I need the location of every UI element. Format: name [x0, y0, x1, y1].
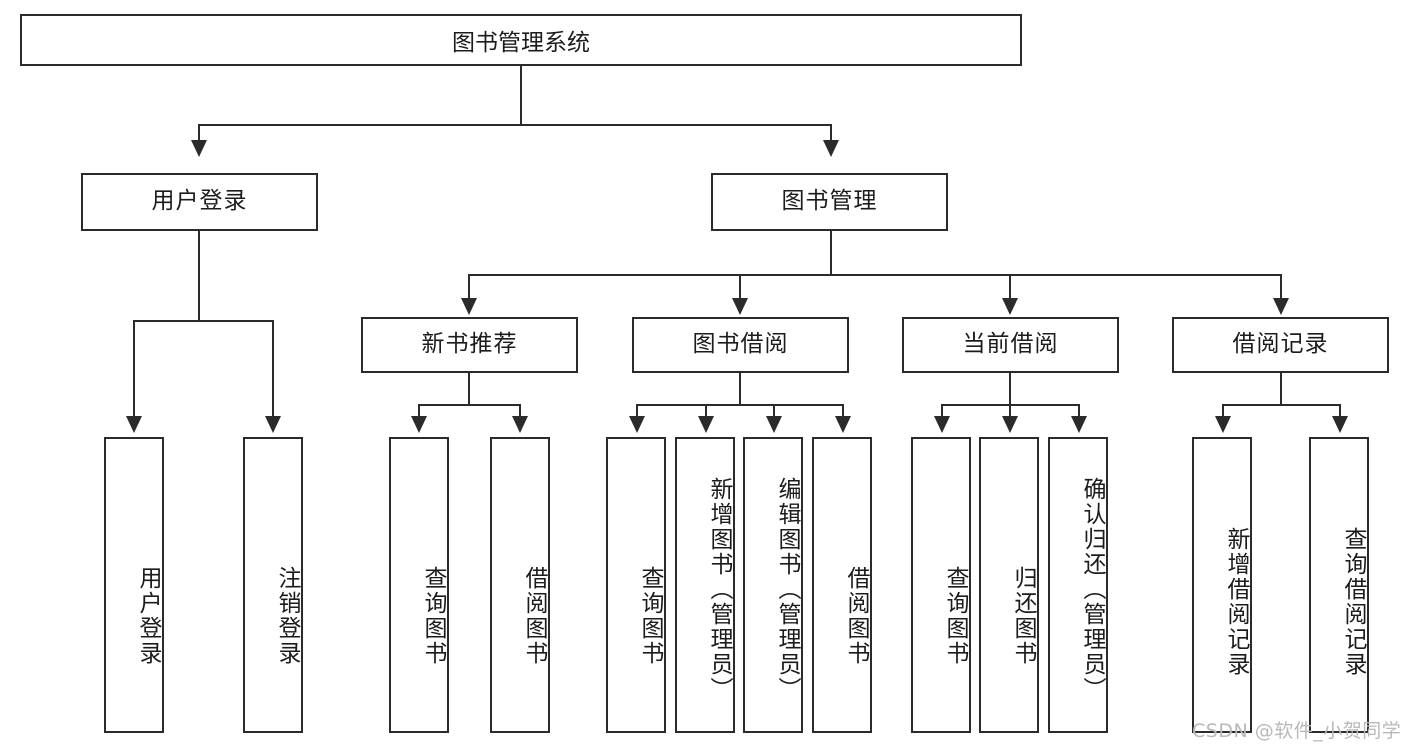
connector-nbr-stem	[468, 373, 470, 405]
connector-bb-drop-4	[842, 404, 844, 419]
arrow-nbr-leaf-2	[512, 416, 528, 433]
node-label: 用户登录	[151, 188, 248, 215]
arrow-cb-leaf-3	[1071, 416, 1087, 433]
connector-br-drop-2	[1339, 404, 1341, 419]
arrow-br-leaf-2	[1332, 416, 1348, 433]
leaf-nbr-query-book[interactable]: 查询图书	[389, 437, 449, 733]
node-user-login[interactable]: 用户登录	[81, 173, 318, 231]
connector-bb-stem	[739, 373, 741, 405]
connector-cb-drop-3	[1078, 404, 1080, 419]
arrow-to-new-book-recommend	[461, 298, 477, 315]
arrow-nbr-leaf-1	[411, 416, 427, 433]
node-label: 查询图书	[637, 566, 663, 666]
connector-root-stem	[520, 66, 522, 125]
node-label: 编辑图书（管理员）	[774, 476, 800, 702]
node-label: 新书推荐	[421, 331, 518, 358]
leaf-bb-edit-book-admin[interactable]: 编辑图书（管理员）	[743, 437, 803, 733]
node-label: 借阅记录	[1232, 331, 1329, 358]
connector-root-drop-1	[198, 124, 200, 143]
connector-book-management-bus	[468, 274, 1282, 276]
node-root-library-management-system[interactable]: 图书管理系统	[20, 14, 1022, 66]
connector-cb-drop-2	[1009, 404, 1011, 419]
arrow-bb-leaf-1	[629, 416, 645, 433]
connector-book-management-stem	[830, 231, 832, 276]
connector-bm-drop-2	[739, 274, 741, 301]
connector-cb-drop-1	[941, 404, 943, 419]
arrow-to-current-borrow	[1002, 298, 1018, 315]
node-new-book-recommend[interactable]: 新书推荐	[361, 317, 578, 373]
arrow-br-leaf-1	[1215, 416, 1231, 433]
node-label: 确认归还（管理员）	[1079, 476, 1105, 702]
connector-br-stem	[1280, 373, 1282, 405]
node-label: 新增图书（管理员）	[706, 476, 732, 702]
connector-br-bus	[1222, 404, 1339, 406]
leaf-user-login[interactable]: 用户登录	[104, 437, 164, 733]
leaf-bb-add-book-admin[interactable]: 新增图书（管理员）	[675, 437, 735, 733]
connector-bb-bus	[636, 404, 842, 406]
arrow-cb-leaf-1	[934, 416, 950, 433]
leaf-cb-query-book[interactable]: 查询图书	[911, 437, 971, 733]
node-label: 查询图书	[420, 566, 446, 666]
node-label: 查询借阅记录	[1340, 527, 1366, 677]
node-label: 借阅图书	[843, 566, 869, 666]
connector-nbr-bus	[418, 404, 520, 406]
arrow-bb-leaf-4	[835, 416, 851, 433]
connector-bb-drop-1	[636, 404, 638, 419]
node-label: 图书借阅	[692, 331, 789, 358]
arrow-to-book-borrow	[732, 298, 748, 315]
arrow-to-borrow-record	[1273, 298, 1289, 315]
node-book-borrow[interactable]: 图书借阅	[632, 317, 849, 373]
connector-bm-drop-1	[468, 274, 470, 301]
leaf-br-add-record[interactable]: 新增借阅记录	[1192, 437, 1252, 733]
node-book-management[interactable]: 图书管理	[711, 173, 948, 231]
node-label: 借阅图书	[521, 566, 547, 666]
arrow-to-user-login	[191, 140, 207, 157]
connector-br-drop-1	[1222, 404, 1224, 419]
connector-root-drop-2	[830, 124, 832, 143]
arrow-to-book-management	[823, 140, 839, 157]
arrow-bb-leaf-3	[766, 416, 782, 433]
connector-user-login-stem	[198, 231, 200, 321]
connector-nbr-drop-2	[519, 404, 521, 419]
connector-bb-drop-3	[773, 404, 775, 419]
leaf-cb-return-book[interactable]: 归还图书	[979, 437, 1039, 733]
node-label: 归还图书	[1010, 566, 1036, 666]
connector-user-login-drop-2	[272, 320, 274, 419]
node-label: 查询图书	[942, 566, 968, 666]
node-label: 图书管理系统	[452, 30, 590, 56]
arrow-to-user-login-leaf	[126, 416, 142, 433]
connector-user-login-drop-1	[133, 320, 135, 419]
connector-bm-drop-3	[1009, 274, 1011, 301]
connector-cb-stem	[1009, 373, 1011, 405]
connector-nbr-drop-1	[418, 404, 420, 419]
connector-bb-drop-2	[705, 404, 707, 419]
leaf-cb-confirm-return-admin[interactable]: 确认归还（管理员）	[1048, 437, 1108, 733]
node-label: 当前借阅	[962, 331, 1059, 358]
arrow-to-logout-leaf	[265, 416, 281, 433]
node-borrow-record[interactable]: 借阅记录	[1172, 317, 1389, 373]
node-label: 注销登录	[274, 566, 300, 666]
leaf-br-query-record[interactable]: 查询借阅记录	[1309, 437, 1369, 733]
arrow-bb-leaf-2	[698, 416, 714, 433]
node-label: 用户登录	[135, 566, 161, 666]
connector-root-bus	[198, 124, 832, 126]
leaf-bb-query-book[interactable]: 查询图书	[606, 437, 666, 733]
connector-bm-drop-4	[1280, 274, 1282, 301]
arrow-cb-leaf-2	[1002, 416, 1018, 433]
node-label: 新增借阅记录	[1223, 527, 1249, 677]
connector-user-login-bus	[133, 320, 273, 322]
node-current-borrow[interactable]: 当前借阅	[902, 317, 1119, 373]
node-label: 图书管理	[781, 188, 878, 215]
leaf-bb-borrow-book[interactable]: 借阅图书	[812, 437, 872, 733]
leaf-logout[interactable]: 注销登录	[243, 437, 303, 733]
leaf-nbr-borrow-book[interactable]: 借阅图书	[490, 437, 550, 733]
